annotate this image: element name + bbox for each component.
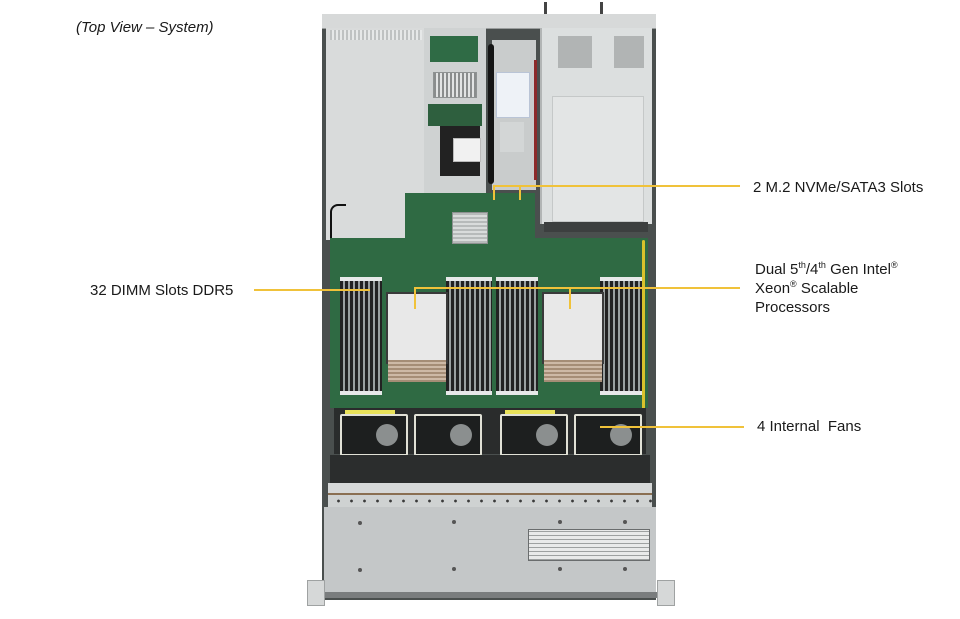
cable [488,44,494,184]
cage-cutout [558,36,592,68]
screw-icon [358,521,362,525]
cpu-fins [388,360,446,382]
fan-icon [340,414,408,456]
dimm-bank [600,277,642,395]
antenna-icon [600,2,603,14]
cpu-fins [544,360,602,382]
sticker [496,72,530,118]
callout-processors-line3: Processors [755,299,831,316]
screw-icon [623,567,627,571]
fan-icon [500,414,568,456]
front-rail [328,495,652,507]
callout-processors: Dual 5th/4th Gen Intel® Xeon® Scalable P… [755,260,898,317]
sticker [453,138,481,162]
dimm-bank [340,277,382,395]
screw-icon [452,520,456,524]
pch-heatsink [452,212,488,244]
cage-panel [552,96,644,222]
screw-icon [452,567,456,571]
cage-cutout [614,36,644,68]
cable [534,60,537,180]
front-lip [322,592,658,598]
screw-icon [623,520,627,524]
rack-ear-right [657,580,675,606]
callout-internal-fans: 4 Internal Fans [757,418,862,435]
fan-icon [574,414,642,456]
callout-processors-line2: Xeon® Scalable [755,279,859,298]
front-rail [328,483,652,495]
cpu-heatsink [542,292,604,364]
riser-card [430,36,478,62]
riser-slot [428,104,482,126]
screw-icon [558,520,562,524]
cpu-heatsink [386,292,448,364]
riser-grill [433,72,477,98]
callout-dimm-slots: 32 DIMM Slots DDR5 [90,282,234,299]
antenna-icon [544,2,547,14]
sticker [500,122,524,152]
figure-title: (Top View – System) [76,19,214,36]
fan-tag [345,410,395,415]
rear-rail [322,14,656,29]
screw-icon [358,568,362,572]
cable [642,240,645,410]
rack-ear-left [307,580,325,606]
psu-vent [330,30,422,40]
fan-tag [505,410,555,415]
spec-label [528,529,650,561]
screw-icon [558,567,562,571]
dimm-bank [446,277,492,395]
callout-processors-line1: Dual 5th/4th Gen Intel® [755,260,898,279]
cage-base [544,222,648,232]
fan-icon [414,414,482,456]
callout-m2-slots: 2 M.2 NVMe/SATA3 Slots [753,179,924,196]
cable-area [330,455,650,483]
dimm-bank [496,277,538,395]
